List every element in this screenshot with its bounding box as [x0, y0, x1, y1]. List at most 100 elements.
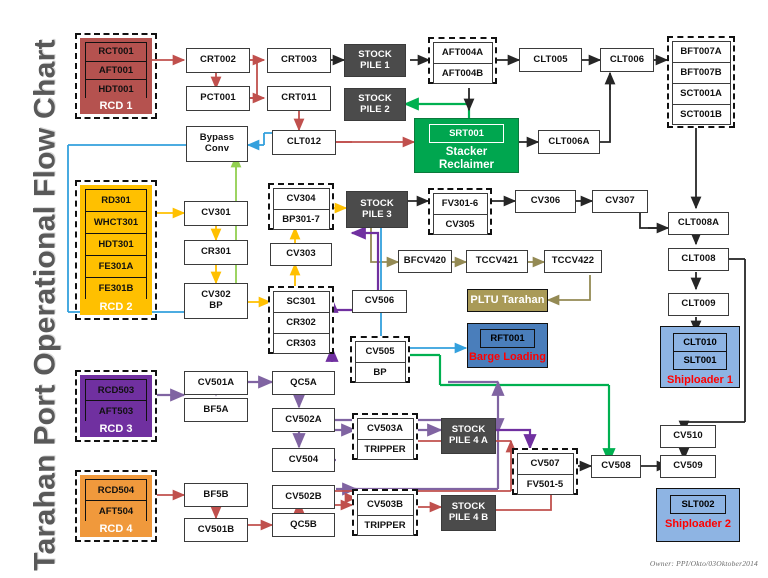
node-tccv421[interactable]: TCCV421 [466, 250, 528, 273]
cv302-line2: BP [209, 300, 223, 311]
stockpile-1-line2: PILE 1 [360, 59, 390, 71]
node-cv509[interactable]: CV509 [660, 455, 716, 478]
cv304-item-0: CV304 [272, 187, 330, 209]
stockpile-2[interactable]: STOCK PILE 2 [344, 88, 406, 121]
node-cv501b[interactable]: CV501B [184, 518, 248, 542]
node-cv307[interactable]: CV307 [592, 190, 648, 213]
shiploader-1[interactable]: CLT010 SLT001 Shiploader 1 [660, 326, 740, 388]
stacker-reclaimer-tag: SRT001 [429, 124, 504, 143]
aft004-item-1: AFT004B [432, 62, 493, 84]
cv505-item-1: BP [354, 361, 406, 383]
fv301-item-0: FV301-6 [432, 192, 488, 214]
stockpile-3-line1: STOCK [360, 197, 394, 209]
group-cv505-bp[interactable]: CV505 BP [350, 336, 410, 383]
rcd4-item-0: RCD504 [85, 479, 147, 500]
rcd1-caption: RCD 1 [99, 100, 133, 113]
stacker-label-line1: Stacker [445, 146, 488, 158]
rcd4-item-1: AFT504 [85, 500, 147, 521]
stockpile-2-line2: PILE 2 [360, 103, 390, 115]
sc301-item-0: SC301 [272, 290, 330, 312]
stockpile-3-line2: PILE 3 [362, 208, 392, 220]
rcd-group-rcd1[interactable]: RCT001 AFT001 HDT001 RCD 1 [75, 33, 157, 119]
group-fv301-cv305[interactable]: FV301-6 CV305 [428, 188, 492, 235]
node-qc5b[interactable]: QC5B [272, 513, 335, 537]
footer-owner: Owner: PPI/Okto/03Oktober2014 [649, 559, 758, 568]
node-cv506[interactable]: CV506 [352, 290, 407, 313]
group-cv304-bp[interactable]: CV304 BP301-7 [268, 183, 334, 230]
node-clt006[interactable]: CLT006 [600, 48, 654, 72]
cv503a-item-1: TRIPPER [356, 438, 414, 460]
rcd-group-rcd4[interactable]: RCD504 AFT504 RCD 4 [75, 470, 157, 542]
node-pct001[interactable]: PCT001 [186, 86, 250, 111]
rcd1-item-2: HDT001 [85, 79, 147, 99]
rcd1-item-1: AFT001 [85, 60, 147, 80]
barge-loading-tag: RFT001 [479, 329, 536, 348]
node-bf5a[interactable]: BF5A [184, 398, 248, 422]
stockpile-4a[interactable]: STOCK PILE 4 A [441, 418, 496, 454]
rcd2-item-1: WHCT301 [85, 211, 147, 233]
sc301-item-1: CR302 [272, 311, 330, 333]
node-bfcv420[interactable]: BFCV420 [398, 250, 452, 273]
node-cv508[interactable]: CV508 [591, 455, 641, 478]
stacker-reclaimer[interactable]: SRT001 Stacker Reclaimer [414, 118, 519, 173]
stockpile-4b-line1: STOCK [451, 501, 486, 513]
aft004-item-0: AFT004A [432, 41, 493, 63]
cv304-item-1: BP301-7 [272, 208, 330, 230]
barge-loading[interactable]: RFT001 Barge Loading [467, 323, 548, 368]
node-crt011[interactable]: CRT011 [267, 86, 331, 111]
node-tccv422[interactable]: TCCV422 [544, 250, 602, 273]
cv503b-item-0: CV503B [356, 493, 414, 515]
node-clt005[interactable]: CLT005 [519, 48, 582, 72]
cv503b-item-1: TRIPPER [356, 514, 414, 536]
cv507-item-0: CV507 [516, 452, 574, 474]
group-sc301[interactable]: SC301 CR302 CR303 [268, 286, 334, 354]
cv507-item-1: FV501-5 [516, 473, 574, 495]
node-cr301[interactable]: CR301 [184, 240, 248, 265]
rcd3-caption: RCD 3 [99, 423, 133, 435]
node-pltu-tarahan[interactable]: PLTU Tarahan [467, 289, 548, 312]
node-clt006a[interactable]: CLT006A [538, 130, 600, 154]
node-clt008a[interactable]: CLT008A [668, 212, 729, 235]
group-cv507-fv501[interactable]: CV507 FV501-5 [512, 448, 578, 495]
shiploader-2[interactable]: SLT002 Shiploader 2 [656, 488, 740, 542]
stockpile-4a-line2: PILE 4 A [449, 435, 488, 446]
bypass-conv-line1: Bypass [199, 132, 235, 144]
bft-sct-item-0: BFT007A [671, 40, 731, 62]
sc301-item-2: CR303 [272, 332, 330, 354]
group-bft-sct[interactable]: BFT007A BFT007B SCT001A SCT001B [667, 36, 735, 128]
group-cv503a[interactable]: CV503A TRIPPER [352, 413, 418, 460]
node-cv502b[interactable]: CV502B [272, 485, 335, 509]
node-clt012[interactable]: CLT012 [272, 130, 336, 155]
node-cv510[interactable]: CV510 [660, 425, 716, 448]
shiploader1-item-1: SLT001 [673, 351, 727, 370]
node-qc5a[interactable]: QC5A [272, 371, 335, 395]
rcd-group-rcd2[interactable]: RD301 WHCT301 HDT301 FE301A FE301B RCD 2 [75, 180, 157, 320]
node-cv301[interactable]: CV301 [184, 201, 248, 226]
stockpile-3[interactable]: STOCK PILE 3 [346, 191, 408, 228]
node-bypass-conv[interactable]: Bypass Conv [186, 126, 248, 162]
node-cv502a[interactable]: CV502A [272, 408, 335, 432]
bft-sct-item-2: SCT001A [671, 82, 731, 104]
node-crt002[interactable]: CRT002 [186, 48, 250, 73]
group-cv503b[interactable]: CV503B TRIPPER [352, 489, 418, 536]
barge-loading-label: Barge Loading [468, 351, 546, 363]
shiploader2-item-0: SLT002 [670, 495, 726, 514]
node-clt009[interactable]: CLT009 [668, 293, 729, 316]
stacker-reclaimer-label: Stacker Reclaimer [439, 146, 494, 172]
node-cv303[interactable]: CV303 [270, 243, 332, 266]
node-cv504[interactable]: CV504 [272, 448, 335, 472]
rcd-group-rcd3[interactable]: RCD503 AFT503 RCD 3 [75, 370, 157, 442]
node-cv302-bp[interactable]: CV302 BP [184, 283, 248, 319]
bypass-conv-line2: Conv [204, 143, 230, 154]
stockpile-4b[interactable]: STOCK PILE 4 B [441, 495, 496, 531]
group-aft004[interactable]: AFT004A AFT004B [428, 37, 497, 84]
cv302-line1: CV302 [201, 289, 231, 301]
bft-sct-item-3: SCT001B [671, 103, 731, 125]
node-clt008[interactable]: CLT008 [668, 248, 729, 271]
node-bf5b[interactable]: BF5B [184, 483, 248, 507]
node-crt003[interactable]: CRT003 [267, 48, 331, 73]
node-cv501a[interactable]: CV501A [184, 371, 248, 395]
stockpile-1[interactable]: STOCK PILE 1 [344, 44, 406, 77]
node-cv306[interactable]: CV306 [515, 190, 576, 213]
